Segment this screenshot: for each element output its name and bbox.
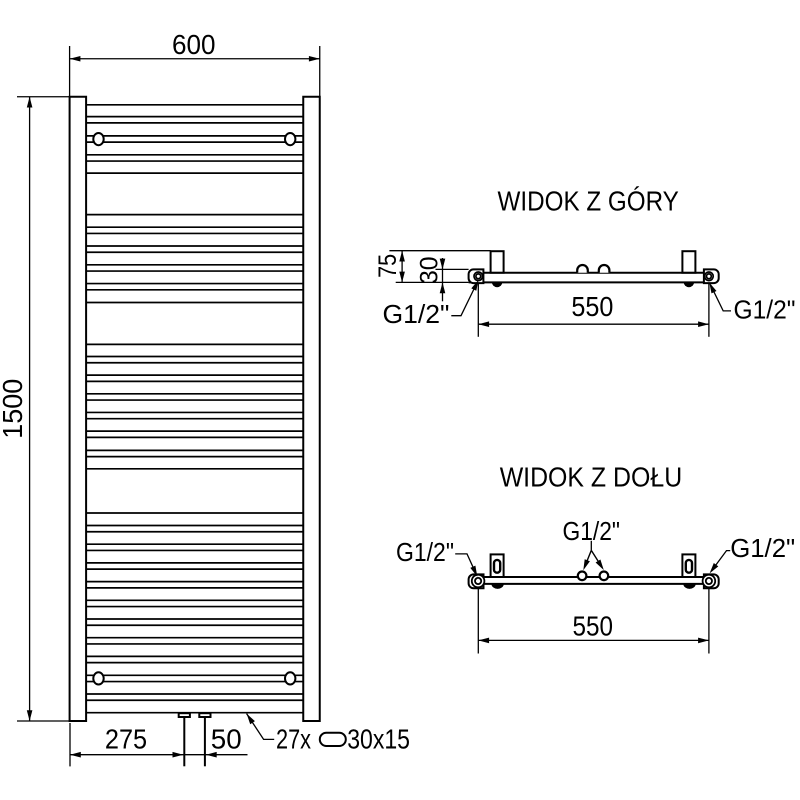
svg-text:550: 550	[571, 291, 613, 322]
svg-text:WIDOK Z DOŁU: WIDOK Z DOŁU	[500, 461, 683, 492]
svg-text:50: 50	[211, 723, 242, 754]
svg-text:G1/2": G1/2"	[383, 299, 450, 329]
svg-text:1500: 1500	[0, 379, 28, 439]
svg-text:600: 600	[172, 29, 216, 60]
svg-text:275: 275	[105, 723, 147, 754]
svg-text:WIDOK Z GÓRY: WIDOK Z GÓRY	[498, 186, 680, 217]
svg-text:30: 30	[416, 256, 444, 284]
svg-text:27x: 27x	[276, 723, 311, 754]
svg-text:30x15: 30x15	[347, 723, 410, 754]
svg-text:G1/2": G1/2"	[730, 533, 795, 563]
svg-text:G1/2": G1/2"	[396, 537, 454, 567]
svg-text:550: 550	[573, 611, 614, 642]
svg-text:75: 75	[374, 254, 402, 278]
svg-text:G1/2": G1/2"	[734, 295, 796, 325]
